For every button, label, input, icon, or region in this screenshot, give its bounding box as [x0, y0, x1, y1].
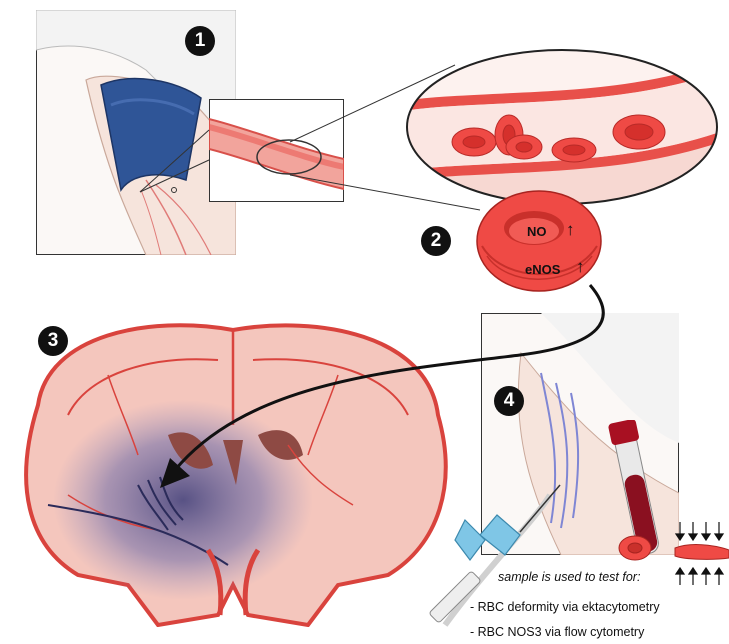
caption-item-1: - RBC deformity via ektacytometry	[470, 600, 660, 614]
caption-item-2: - RBC NOS3 via flow cytometry	[470, 625, 644, 639]
caption-heading: sample is used to test for:	[498, 570, 640, 584]
